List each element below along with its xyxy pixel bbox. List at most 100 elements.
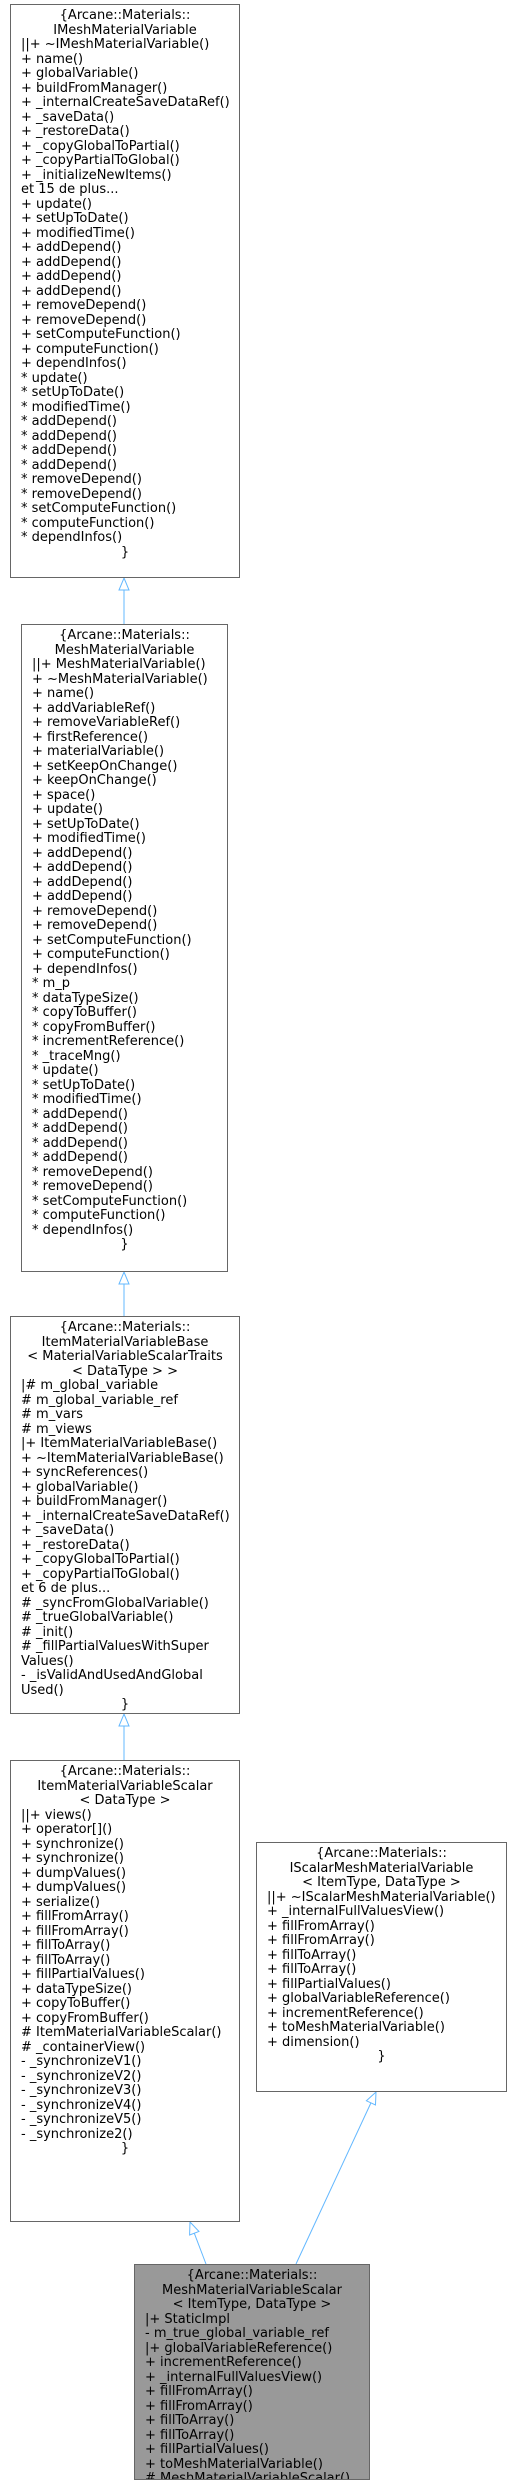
member-line: + fillToArray() [21, 1938, 111, 1953]
node-title-line: < ItemType, DataType > [302, 1875, 461, 1890]
member-line: + fillFromArray() [21, 1923, 129, 1939]
member-line: + toMeshMaterialVariable() [145, 2456, 323, 2472]
member-line: ||+ ~IMeshMaterialVariable() [21, 37, 210, 52]
node-title-line: {Arcane::Materials:: [59, 8, 191, 23]
member-line: + _saveData() [21, 1523, 115, 1538]
member-line: + fillFromArray() [21, 1909, 129, 1924]
member-line: + ~ItemMaterialVariableBase() [21, 1450, 224, 1466]
node-itemmaterialvariablebase[interactable]: {Arcane::Materials::ItemMaterialVariable… [10, 1316, 240, 1714]
member-line: * addDepend() [32, 1106, 128, 1122]
member-line: + _internalFullValuesView() [145, 2369, 323, 2385]
member-line: * incrementReference() [32, 1034, 185, 1049]
member-line: + update() [32, 802, 103, 817]
node-imeshmaterialvariable[interactable]: {Arcane::Materials::IMeshMaterialVariabl… [10, 4, 240, 578]
member-line: + fillFromArray() [145, 2384, 253, 2399]
member-line: # _fillPartialValuesWithSuper [21, 1639, 209, 1654]
node-title-line: {Arcane::Materials:: [186, 2268, 318, 2283]
node-close-brace: } [120, 2141, 130, 2156]
member-line: + update() [21, 196, 92, 212]
member-line: * modifiedTime() [32, 1092, 142, 1107]
member-line: + removeDepend() [21, 312, 147, 328]
member-line: + fillPartialValues() [267, 1976, 391, 1992]
member-line: + addDepend() [21, 283, 122, 299]
edge-meshscalar-to-iscalar [295, 2102, 372, 2265]
edge-itemscalar-to-itembase-arrowhead [118, 1712, 130, 1727]
member-line: * computeFunction() [32, 1208, 166, 1223]
member-line: Values() [21, 1653, 74, 1669]
node-title-line: < MaterialVariableScalarTraits [27, 1349, 223, 1364]
member-line: + ~MeshMaterialVariable() [32, 671, 208, 687]
member-line: * setComputeFunction() [32, 1193, 188, 1209]
member-line: + operator[]() [21, 1822, 113, 1837]
node-title-line: ItemMaterialVariableScalar [37, 1778, 213, 1794]
member-line: + dumpValues() [21, 1880, 127, 1895]
member-line: - _synchronizeV3() [21, 2083, 142, 2098]
member-line: + setComputeFunction() [32, 932, 192, 948]
member-line: + space() [32, 787, 96, 803]
member-line: + removeDepend() [32, 903, 158, 919]
member-line: ||+ views() [21, 1807, 92, 1823]
member-line: + fillToArray() [145, 2427, 235, 2443]
member-line: * addDepend() [21, 428, 117, 444]
member-line: + materialVariable() [32, 744, 165, 759]
member-line: + buildFromManager() [21, 80, 168, 96]
member-line: + setComputeFunction() [21, 327, 181, 342]
member-line: - m_true_global_variable_ref [145, 2326, 329, 2341]
member-line: + addDepend() [32, 845, 133, 861]
member-line: - _synchronizeV2() [21, 2068, 142, 2084]
node-itemmaterialvariablescalar[interactable]: {Arcane::Materials::ItemMaterialVariable… [10, 1760, 240, 2222]
member-line: + _initializeNewItems() [21, 167, 172, 183]
node-iscalarmeshmaterialvariable[interactable]: {Arcane::Materials::IScalarMeshMaterialV… [256, 1842, 507, 2092]
member-line: * removeDepend() [21, 472, 142, 487]
member-line: * removeDepend() [21, 486, 142, 502]
member-line: * addDepend() [21, 457, 117, 473]
node-meshmaterialvariable[interactable]: {Arcane::Materials::MeshMaterialVariable… [21, 624, 228, 1272]
edge-itembase-to-meshmat-arrowhead [118, 1270, 130, 1285]
member-line: + buildFromManager() [21, 1494, 168, 1509]
member-line: + modifiedTime() [21, 225, 135, 241]
member-line: + setKeepOnChange() [32, 758, 178, 774]
member-line: * computeFunction() [21, 515, 155, 531]
member-line: + _copyGlobalToPartial() [21, 138, 180, 154]
member-line: + dependInfos() [32, 961, 138, 977]
member-line: + setUpToDate() [21, 211, 129, 226]
member-line: + serialize() [21, 1894, 100, 1910]
member-line: * update() [32, 1063, 99, 1078]
member-line: # m_global_variable_ref [21, 1392, 178, 1408]
edge-meshmat-to-imesh-arrowhead [118, 576, 130, 591]
member-line: + setUpToDate() [32, 816, 140, 832]
node-meshmaterialvariablescalar[interactable]: {Arcane::Materials::MeshMaterialVariable… [134, 2264, 370, 2480]
member-line: + _internalCreateSaveDataRef() [21, 95, 230, 110]
member-line: + dumpValues() [21, 1865, 127, 1881]
member-line: + firstReference() [32, 729, 149, 745]
member-line: + _internalFullValuesView() [267, 1904, 445, 1919]
member-line: + keepOnChange() [32, 773, 157, 788]
member-line: + _internalCreateSaveDataRef() [21, 1508, 230, 1524]
member-line: + toMeshMaterialVariable() [267, 2020, 445, 2035]
member-line: * update() [21, 370, 88, 386]
member-line: - _synchronize2() [21, 2126, 133, 2142]
node-title-line: < DataType > > [72, 1363, 178, 1379]
member-line: * dataTypeSize() [32, 990, 139, 1006]
member-line: # _containerView() [21, 2039, 146, 2055]
member-line: * copyFromBuffer() [32, 1019, 156, 1035]
member-line: + name() [32, 686, 95, 701]
member-line: + addDepend() [32, 889, 133, 904]
member-line: * setUpToDate() [32, 1077, 136, 1093]
member-line: * copyToBuffer() [32, 1005, 137, 1020]
member-line: + name() [21, 51, 84, 67]
member-line: + dependInfos() [21, 356, 127, 371]
node-close-brace: } [120, 1237, 129, 1252]
member-line: + copyToBuffer() [21, 1996, 131, 2011]
edge-meshscalar-to-itemscalar-arrowhead [189, 2220, 200, 2236]
member-line: # m_vars [21, 1407, 83, 1422]
member-line: # ItemMaterialVariableScalar() [21, 2025, 222, 2040]
member-line: * modifiedTime() [21, 399, 131, 415]
member-line: + _restoreData() [21, 124, 130, 139]
member-line: + _restoreData() [21, 1537, 130, 1553]
member-line: + copyFromBuffer() [21, 2010, 149, 2026]
member-line: |+ ItemMaterialVariableBase() [21, 1436, 218, 1451]
member-line: * setUpToDate() [21, 385, 125, 400]
member-line: + removeDepend() [32, 918, 158, 933]
member-line: * addDepend() [32, 1121, 128, 1136]
